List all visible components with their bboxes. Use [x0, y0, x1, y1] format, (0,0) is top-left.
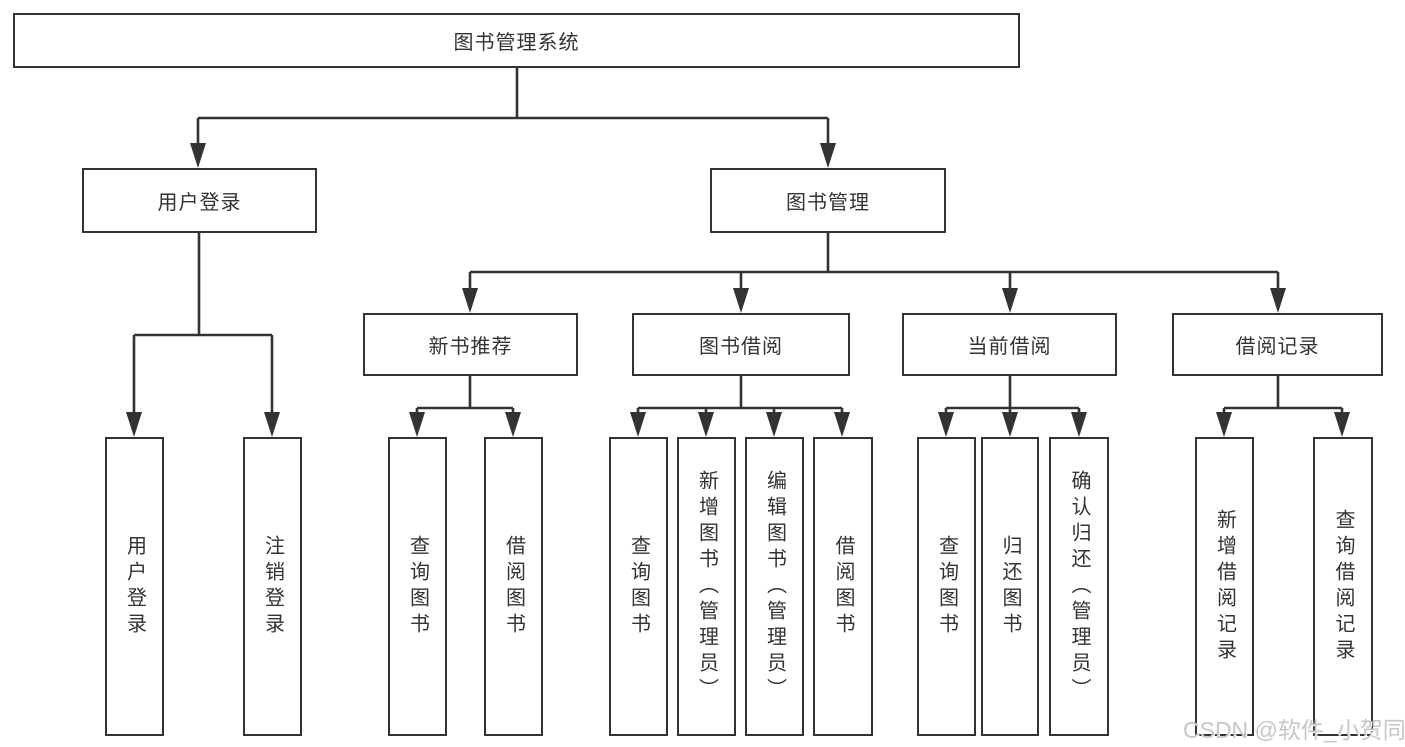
- arrow-down-icon: [462, 288, 478, 313]
- leaf-query-books-current: 查询图书: [917, 437, 976, 736]
- leaf-user-login: 用户登录: [105, 437, 164, 736]
- arrow-down-icon: [505, 412, 521, 437]
- arrow-down-icon: [1216, 412, 1232, 437]
- node-new-book-recommendation: 新书推荐: [363, 313, 578, 376]
- leaf-query-books-recommend: 查询图书: [388, 437, 447, 736]
- arrow-down-icon: [820, 143, 836, 168]
- csdn-watermark: CSDN @软件_小贺同学: [1183, 717, 1405, 743]
- arrow-down-icon: [190, 143, 206, 168]
- node-borrowing-records: 借阅记录: [1172, 313, 1383, 376]
- arrow-down-icon: [766, 412, 782, 437]
- leaf-query-borrow-record: 查询借阅记录: [1313, 437, 1373, 736]
- node-current-borrowing: 当前借阅: [902, 313, 1117, 376]
- arrow-down-icon: [1071, 412, 1087, 437]
- arrow-down-icon: [264, 412, 280, 437]
- leaf-edit-books-admin: 编辑图书（管理员）: [745, 437, 804, 736]
- node-book-management: 图书管理: [710, 168, 946, 233]
- leaf-logout: 注销登录: [243, 437, 302, 736]
- arrow-down-icon: [938, 412, 954, 437]
- arrow-down-icon: [126, 412, 142, 437]
- leaf-borrow-books: 借阅图书: [813, 437, 873, 736]
- leaf-query-books-borrow: 查询图书: [609, 437, 668, 736]
- arrow-down-icon: [698, 412, 714, 437]
- node-library-management-system: 图书管理系统: [13, 13, 1020, 68]
- node-book-borrowing: 图书借阅: [632, 313, 850, 376]
- leaf-confirm-return-admin: 确认归还（管理员）: [1049, 437, 1109, 736]
- arrow-down-icon: [733, 288, 749, 313]
- arrow-down-icon: [1334, 412, 1350, 437]
- arrow-down-icon: [834, 412, 850, 437]
- node-user-login: 用户登录: [82, 168, 317, 233]
- arrow-down-icon: [630, 412, 646, 437]
- leaf-add-borrow-record: 新增借阅记录: [1195, 437, 1254, 736]
- arrow-down-icon: [1270, 288, 1286, 313]
- arrow-down-icon: [1002, 288, 1018, 313]
- arrow-down-icon: [1002, 412, 1018, 437]
- leaf-return-books: 归还图书: [981, 437, 1039, 736]
- leaf-borrow-books-recommend: 借阅图书: [484, 437, 543, 736]
- arrow-down-icon: [409, 412, 425, 437]
- leaf-add-books-admin: 新增图书（管理员）: [677, 437, 736, 736]
